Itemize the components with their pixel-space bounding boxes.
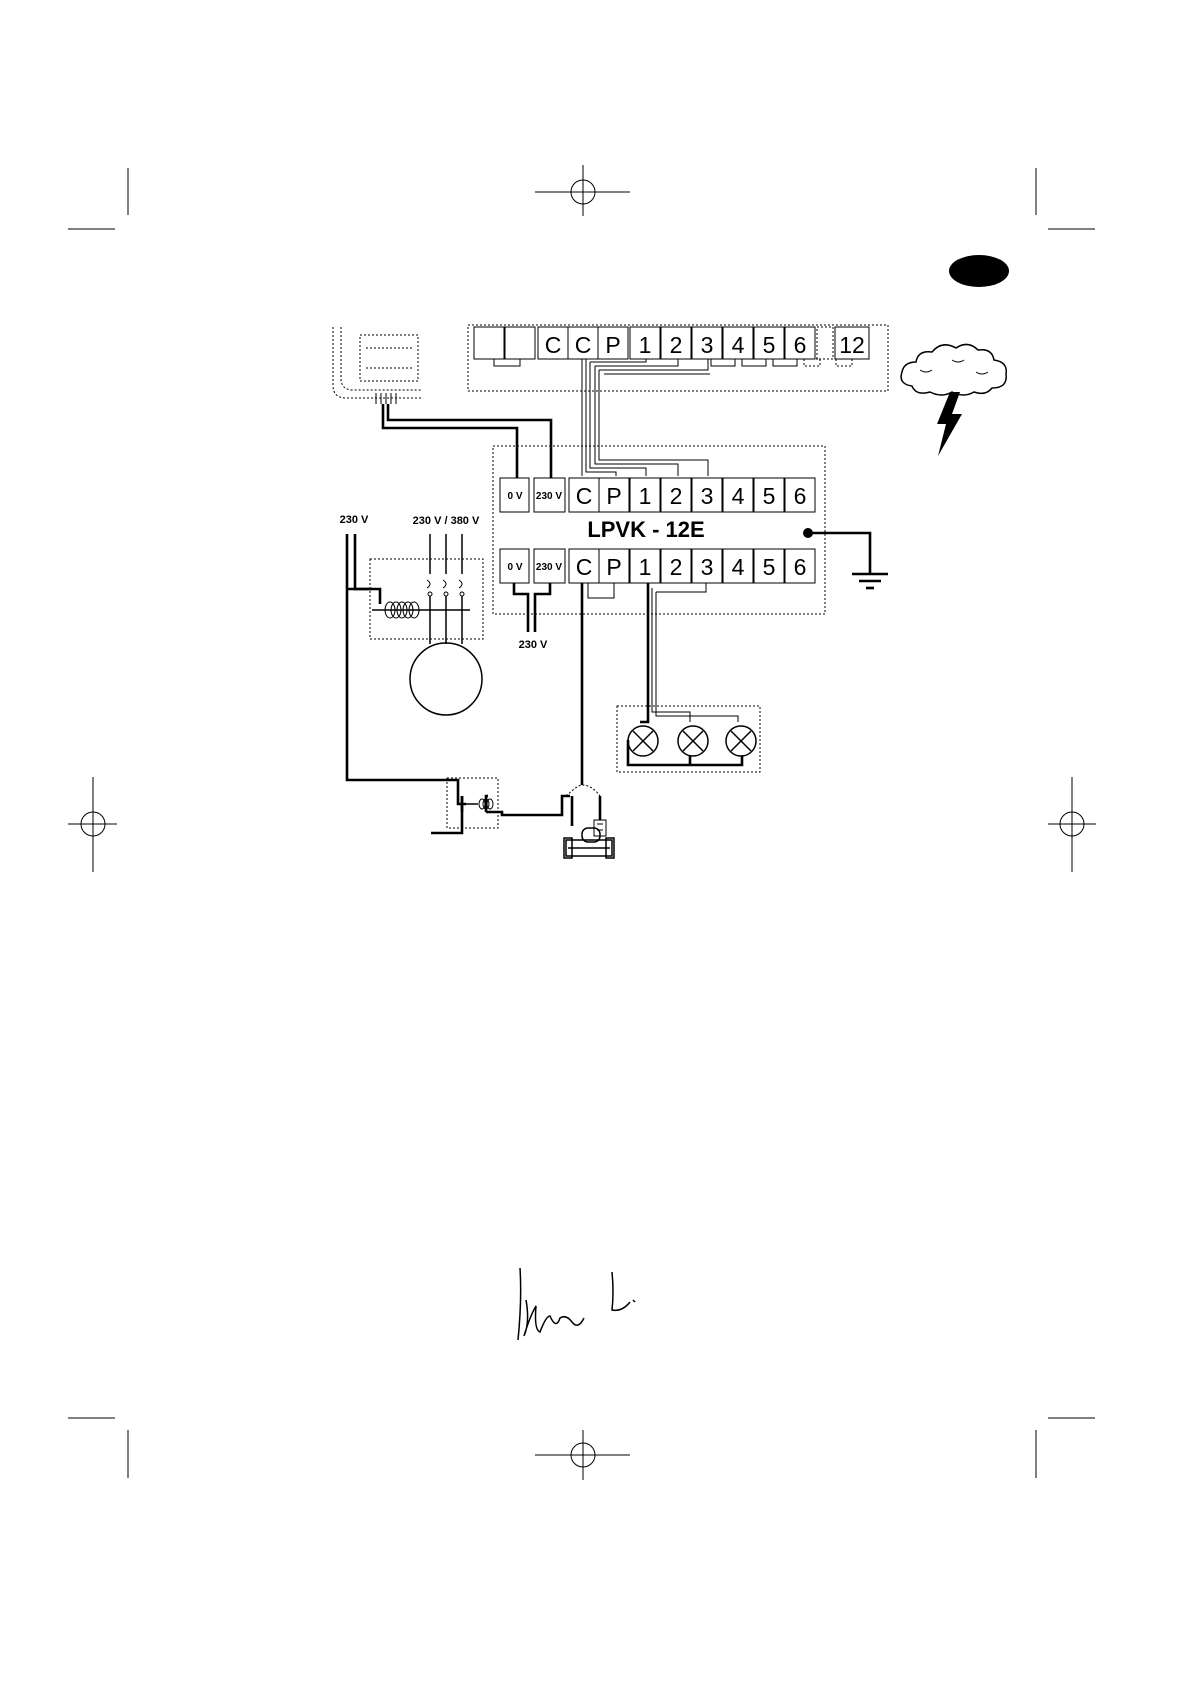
top-terminal-label: 12 — [839, 332, 865, 358]
terminal: P — [599, 478, 629, 512]
top-terminal-label: 2 — [670, 332, 683, 358]
terminal-label: 2 — [670, 554, 683, 580]
terminal-label: 1 — [639, 483, 652, 509]
terminal: C — [569, 478, 599, 512]
top-terminal-label: 6 — [794, 332, 807, 358]
top-terminal-label: 4 — [732, 332, 745, 358]
transformer-wires — [383, 404, 551, 478]
top-terminal: C — [568, 327, 598, 359]
top-terminal: 12 — [835, 327, 869, 359]
top-terminal-strip: C C P 1 2 3 4 5 6 12 — [474, 327, 869, 366]
top-terminal: 2 — [661, 327, 691, 359]
top-terminal: 6 — [785, 327, 815, 359]
terminal-label: 0 V — [507, 491, 522, 502]
controller-lower-terminals: 0 V 230 V C P 1 2 3 4 5 6 — [500, 549, 815, 583]
terminal: C — [569, 549, 599, 583]
lamp-wiring — [628, 583, 742, 765]
language-tab — [949, 255, 1009, 287]
control-wiring — [347, 534, 466, 833]
terminal-label: P — [606, 554, 621, 580]
top-terminal: 1 — [630, 327, 660, 359]
terminal-0v: 0 V — [500, 478, 529, 512]
terminal-label: 2 — [670, 483, 683, 509]
handwritten-signature — [518, 1268, 635, 1340]
top-terminal-label: 5 — [763, 332, 776, 358]
terminal-label: 6 — [794, 554, 807, 580]
contactor — [372, 534, 470, 644]
terminal-label: P — [606, 483, 621, 509]
lamp-icon — [726, 726, 756, 756]
terminal: 4 — [723, 478, 753, 512]
terminal-label: 5 — [763, 554, 776, 580]
terminal: P — [599, 549, 629, 583]
terminal: 1 — [630, 478, 660, 512]
terminal: 5 — [754, 478, 784, 512]
terminal: 2 — [661, 478, 691, 512]
flow-switch-outline — [447, 778, 498, 828]
terminal: 1 — [630, 549, 660, 583]
solenoid-valve-icon — [564, 796, 614, 858]
top-terminal: 3 — [692, 327, 722, 359]
flow-switch — [462, 796, 570, 815]
lightning-cloud-icon — [901, 344, 1006, 456]
registration-target-left — [68, 777, 117, 872]
contactor-outline — [370, 559, 483, 639]
top-terminal: P — [598, 327, 628, 359]
terminal: 6 — [785, 549, 815, 583]
supply-label-three-phase: 230 V / 380 V — [413, 515, 480, 527]
terminal: 4 — [723, 549, 753, 583]
transformer — [333, 327, 422, 404]
top-terminal: C — [538, 327, 568, 359]
top-terminal-label: 3 — [701, 332, 714, 358]
top-terminal-label: P — [605, 332, 620, 358]
top-terminal-label: C — [575, 332, 592, 358]
terminal-230v: 230 V — [534, 478, 565, 512]
terminal: 2 — [661, 549, 691, 583]
terminal-label: 6 — [794, 483, 807, 509]
registration-target-bottom — [535, 1430, 630, 1480]
terminal-label: 1 — [639, 554, 652, 580]
supply-label-left: 230 V — [340, 514, 369, 526]
registration-target-top — [535, 165, 630, 216]
top-terminal: 4 — [723, 327, 753, 359]
registration-target-right — [1048, 777, 1096, 872]
controller-power-input: 230 V — [514, 583, 550, 651]
lamp-icon — [628, 726, 658, 756]
terminal-label: 4 — [732, 554, 745, 580]
top-terminal: 5 — [754, 327, 784, 359]
terminal: 5 — [754, 549, 784, 583]
terminal-label: 230 V — [536, 491, 562, 502]
terminal-label: 3 — [701, 554, 714, 580]
terminal: 3 — [692, 478, 722, 512]
top-terminal-label: C — [545, 332, 562, 358]
motor-icon — [410, 643, 482, 715]
terminal-label: C — [576, 554, 593, 580]
terminal-label: C — [576, 483, 593, 509]
terminal-label: 0 V — [507, 562, 522, 573]
terminal-230v: 230 V — [534, 549, 565, 583]
ground-icon — [803, 528, 888, 588]
lamp-icon — [678, 726, 708, 756]
terminal-label: 230 V — [536, 562, 562, 573]
controller-supply-label: 230 V — [519, 639, 548, 651]
valve-wiring — [566, 583, 614, 796]
terminal-label: 4 — [732, 483, 745, 509]
terminal-label: 5 — [763, 483, 776, 509]
top-terminal-label: 1 — [639, 332, 652, 358]
controller-upper-terminals: 0 V 230 V C P 1 2 3 4 5 6 — [500, 478, 815, 512]
terminal: 3 — [692, 549, 722, 583]
terminal-label: 3 — [701, 483, 714, 509]
terminal-0v: 0 V — [500, 549, 529, 583]
controller-model-name: LPVK - 12E — [587, 517, 704, 542]
terminal: 6 — [785, 478, 815, 512]
signal-wires — [582, 359, 710, 476]
